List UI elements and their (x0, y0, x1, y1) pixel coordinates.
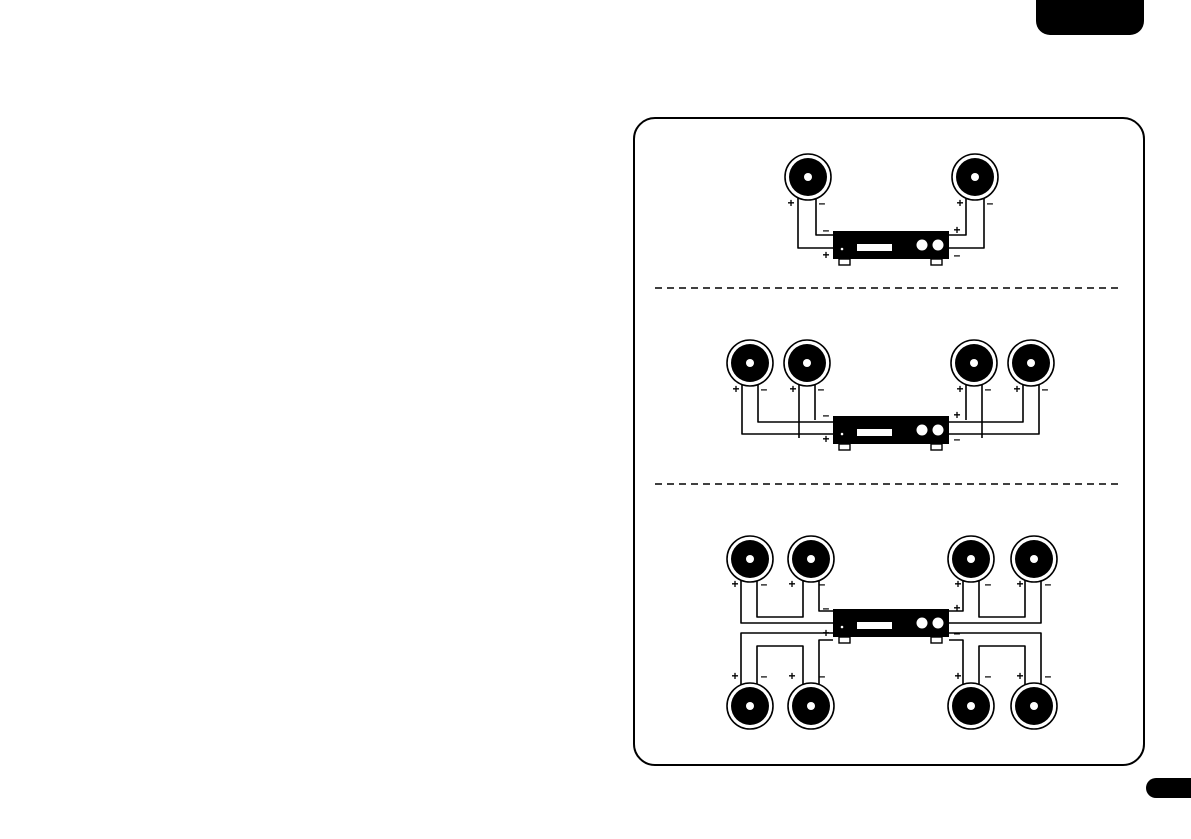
polarity-positive: + (788, 669, 795, 683)
speaker-icon (948, 683, 994, 729)
polarity-positive: + (731, 669, 738, 683)
power-led (841, 626, 844, 629)
polarity-positive: + (788, 577, 795, 591)
polarity-negative: – (761, 382, 768, 396)
polarity-positive: + (953, 223, 960, 237)
speaker-dust-cap (967, 702, 975, 710)
speaker-dust-cap (1030, 702, 1038, 710)
polarity-negative: – (987, 196, 994, 210)
speaker-dust-cap (746, 702, 754, 710)
amplifier-foot (839, 259, 850, 265)
amplifier-knob (933, 240, 944, 251)
amplifier-foot (931, 444, 942, 450)
polarity-negative: – (761, 669, 768, 683)
speaker-dust-cap (746, 359, 754, 367)
amplifier-knob (917, 618, 928, 629)
polarity-positive: + (822, 248, 829, 262)
polarity-negative: – (823, 408, 830, 422)
polarity-negative: – (819, 669, 826, 683)
polarity-positive: + (822, 432, 829, 446)
polarity-negative: – (985, 382, 992, 396)
polarity-positive: + (1013, 382, 1020, 396)
power-led (841, 248, 844, 251)
amplifier-icon (833, 609, 949, 643)
amplifier-foot (839, 637, 850, 643)
speaker-icon (784, 340, 830, 386)
polarity-positive: + (956, 196, 963, 210)
speaker-icon (952, 154, 998, 200)
amplifier-display (857, 429, 892, 436)
amplifier-foot (931, 637, 942, 643)
polarity-negative: – (823, 223, 830, 237)
polarity-negative: – (819, 577, 826, 591)
speaker-icon (951, 340, 997, 386)
polarity-positive: + (1016, 669, 1023, 683)
diagram-four-speakers: + – + – + – + – – + + – (727, 340, 1054, 450)
polarity-negative: – (761, 577, 768, 591)
polarity-positive: + (1016, 577, 1023, 591)
polarity-positive: + (953, 601, 960, 615)
speaker-dust-cap (971, 173, 979, 181)
speaker-icon (727, 340, 773, 386)
speaker-icon (788, 536, 834, 582)
speaker-dust-cap (803, 359, 811, 367)
speaker-icon (1011, 683, 1057, 729)
polarity-negative: – (1045, 669, 1052, 683)
polarity-negative: – (954, 248, 961, 262)
polarity-negative: – (1045, 577, 1052, 591)
polarity-negative: – (818, 382, 825, 396)
speaker-dust-cap (807, 702, 815, 710)
speaker-dust-cap (1027, 359, 1035, 367)
polarity-negative: – (823, 601, 830, 615)
polarity-positive: + (954, 577, 961, 591)
speaker-dust-cap (746, 555, 754, 563)
polarity-positive: + (956, 382, 963, 396)
speaker-dust-cap (804, 173, 812, 181)
speaker-dust-cap (967, 555, 975, 563)
speaker-icon (727, 536, 773, 582)
polarity-positive: + (731, 577, 738, 591)
speaker-icon (1008, 340, 1054, 386)
speaker-dust-cap (1030, 555, 1038, 563)
polarity-negative: – (985, 577, 992, 591)
amplifier-display (857, 622, 892, 629)
amplifier-icon (833, 416, 949, 450)
polarity-positive: + (732, 382, 739, 396)
diagram-eight-speakers: + – + – + – + – + – + – + – + – – + + – (727, 536, 1057, 729)
speaker-dust-cap (970, 359, 978, 367)
polarity-negative: – (1042, 382, 1049, 396)
amplifier-knob (917, 240, 928, 251)
amplifier-knob (933, 425, 944, 436)
amplifier-foot (931, 259, 942, 265)
amplifier-knob (917, 425, 928, 436)
power-led (841, 433, 844, 436)
speaker-icon (1011, 536, 1057, 582)
polarity-negative: – (985, 669, 992, 683)
polarity-positive: + (822, 626, 829, 640)
speaker-icon (785, 154, 831, 200)
amplifier-foot (839, 444, 850, 450)
polarity-positive: + (954, 669, 961, 683)
polarity-positive: + (953, 408, 960, 422)
polarity-positive: + (787, 196, 794, 210)
speaker-icon (727, 683, 773, 729)
polarity-negative: – (954, 626, 961, 640)
polarity-negative: – (819, 196, 826, 210)
speaker-icon (788, 683, 834, 729)
diagram-two-speakers: + – + – – + + – (785, 154, 998, 265)
amplifier-icon (833, 231, 949, 265)
polarity-positive: + (789, 382, 796, 396)
amplifier-knob (933, 618, 944, 629)
speaker-dust-cap (807, 555, 815, 563)
speaker-icon (948, 536, 994, 582)
amplifier-display (857, 244, 892, 251)
polarity-negative: – (954, 432, 961, 446)
